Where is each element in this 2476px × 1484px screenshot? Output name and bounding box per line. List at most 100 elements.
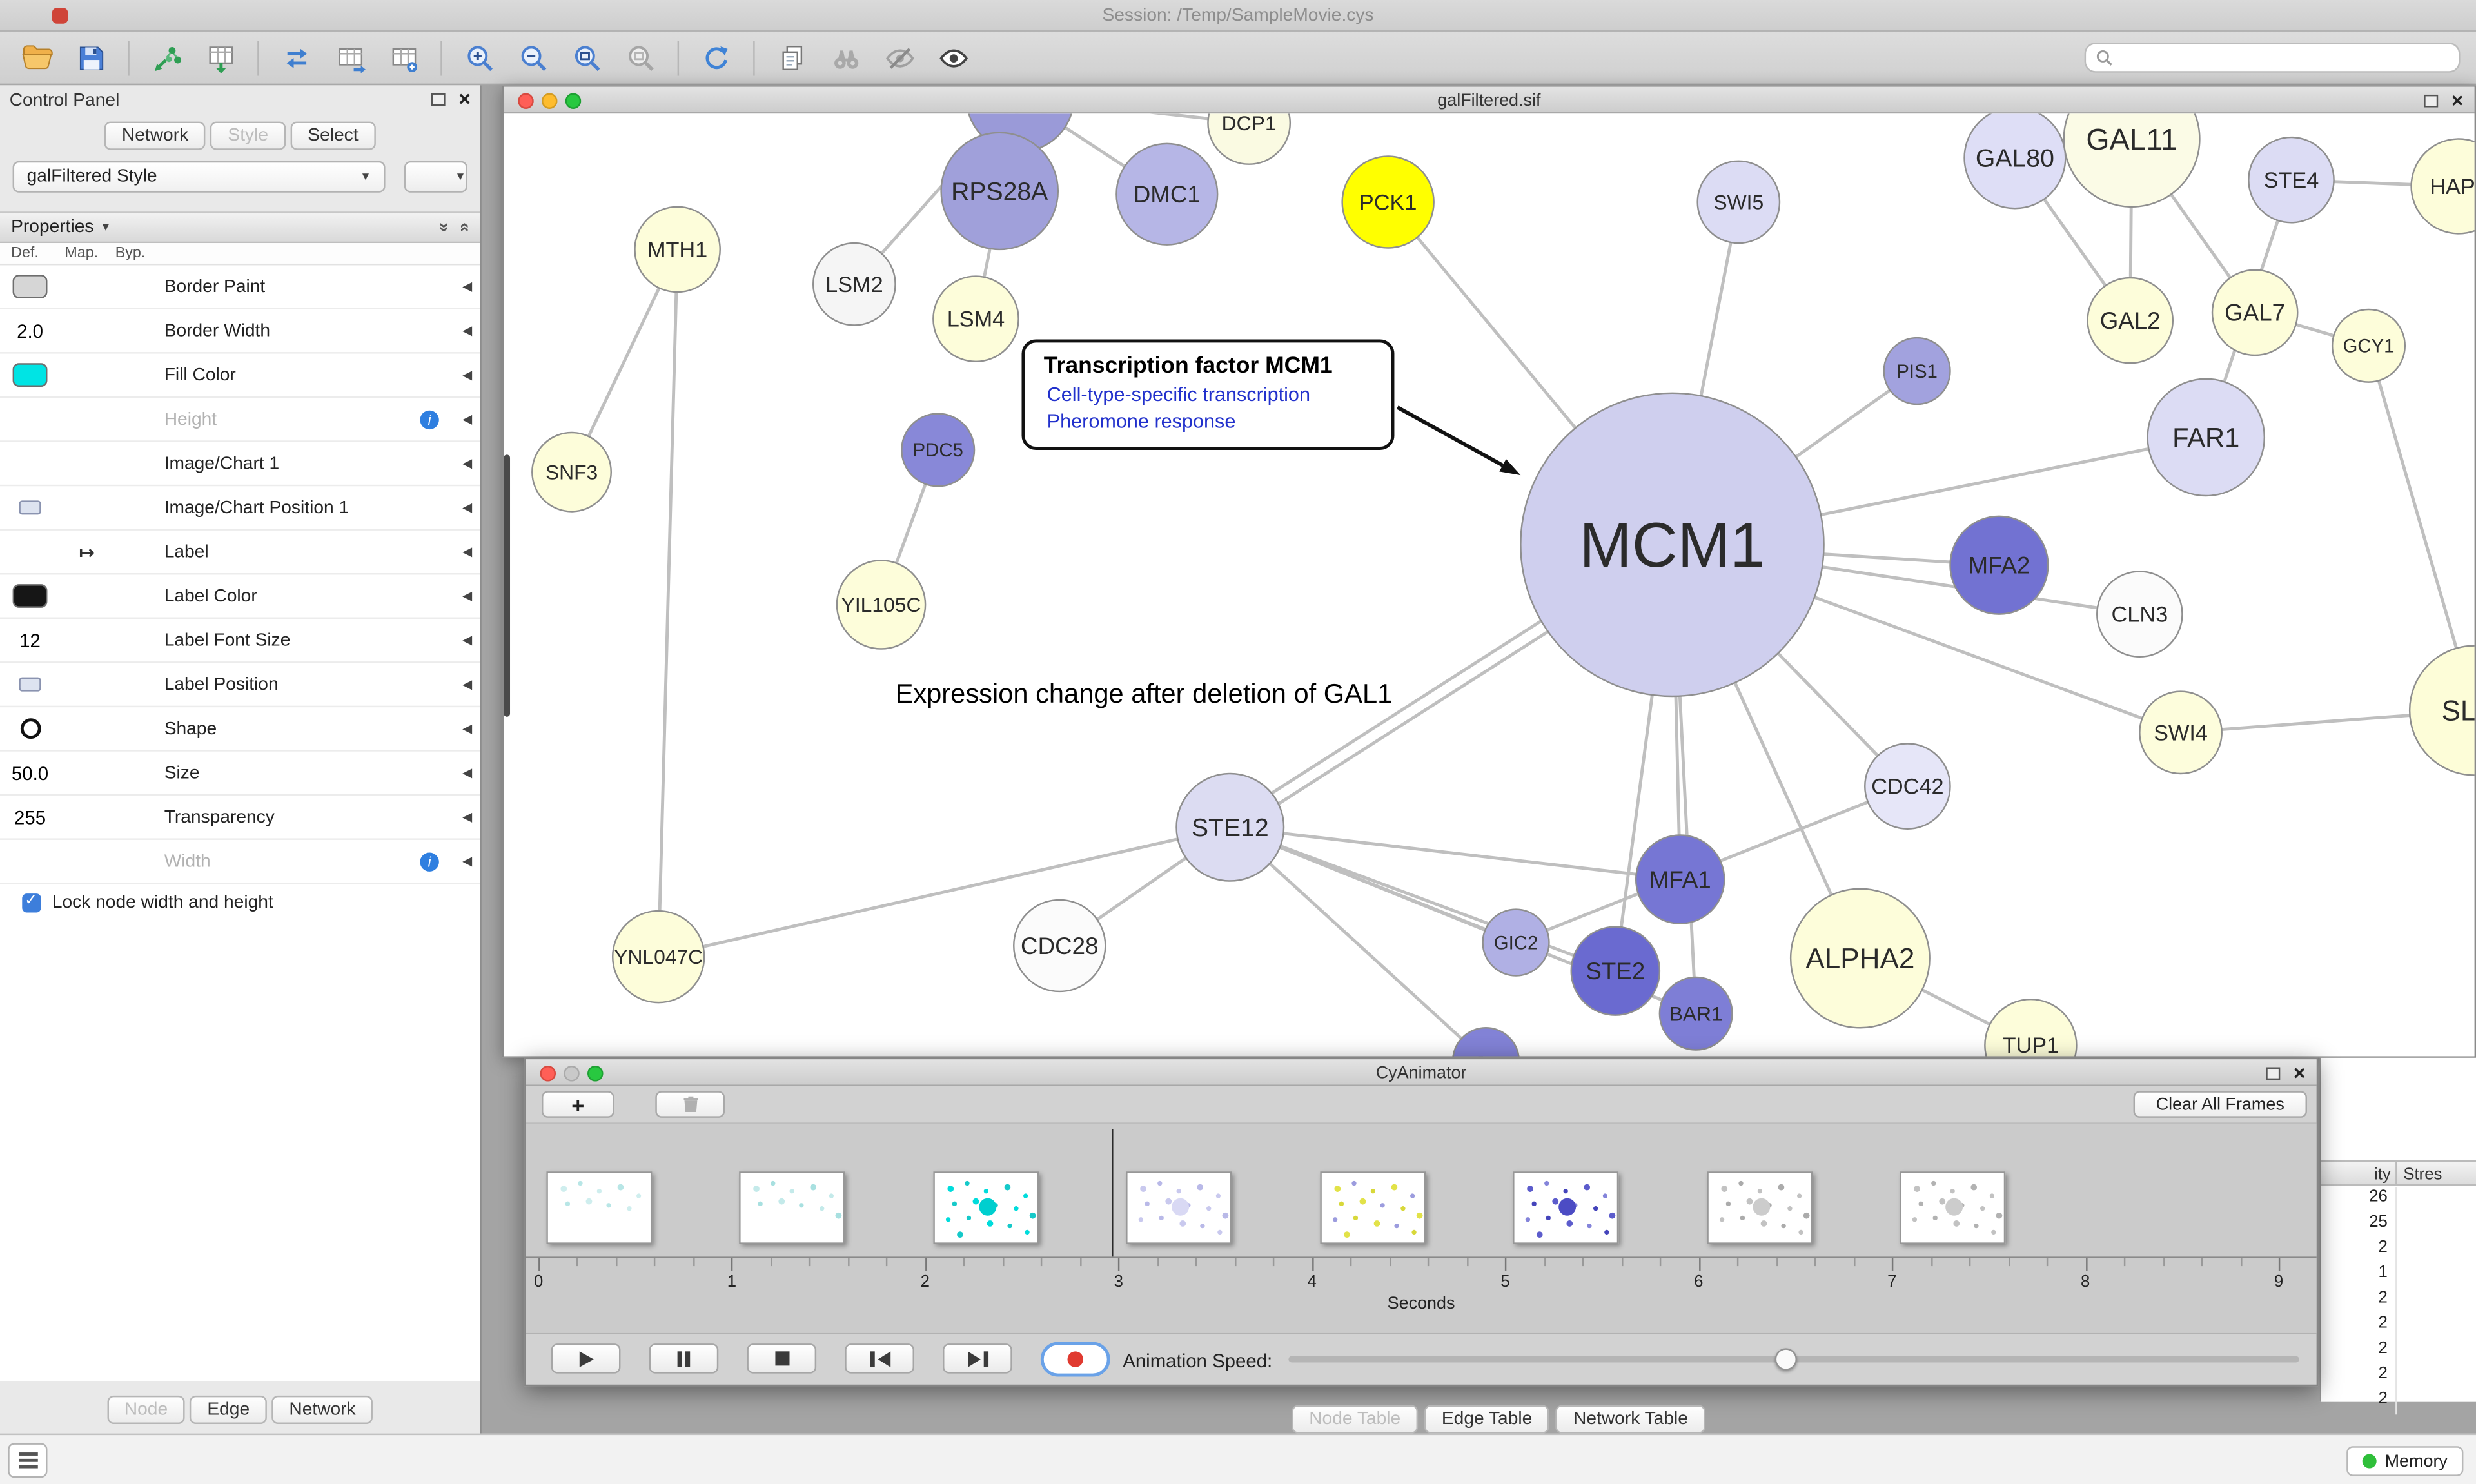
mapping-cell[interactable]: ↦ [60, 541, 113, 563]
open-session-button[interactable] [15, 36, 58, 79]
network-edge[interactable] [658, 825, 1231, 959]
tab-edge-table[interactable]: Edge Table [1424, 1405, 1550, 1434]
default-value-cell[interactable] [0, 677, 60, 692]
network-node-ynl047c[interactable] [611, 910, 705, 1004]
expand-row-icon[interactable]: ◀ [462, 367, 473, 382]
clear-all-frames-button[interactable]: Clear All Frames [2133, 1091, 2307, 1118]
network-node-gal80[interactable] [1963, 113, 2067, 210]
network-node-mcm1[interactable] [1520, 392, 1825, 698]
import-table-button[interactable] [199, 36, 242, 79]
float-window-icon[interactable] [2266, 1066, 2281, 1079]
tab-network-table[interactable]: Network Table [1556, 1405, 1705, 1434]
tab-select[interactable]: Select [290, 121, 376, 150]
delete-frame-button[interactable] [655, 1091, 725, 1118]
annotation-link[interactable]: Cell-type-specific transcription [1046, 384, 1311, 406]
add-frame-button[interactable]: + [542, 1091, 614, 1118]
network-node-pck1[interactable] [1341, 155, 1435, 249]
network-node-hap[interactable] [2410, 138, 2475, 235]
network-node-gic2[interactable] [1482, 908, 1550, 977]
color-swatch[interactable] [12, 275, 48, 298]
close-panel-icon[interactable]: × [458, 86, 471, 111]
network-node-bar1[interactable] [1658, 976, 1733, 1051]
first-neighbors-button[interactable] [824, 36, 867, 79]
import-network-button[interactable] [145, 36, 188, 79]
playhead[interactable] [1112, 1129, 1114, 1257]
network-node-snf3[interactable] [531, 431, 612, 513]
network-node-cdc42[interactable] [1864, 743, 1951, 830]
expand-row-icon[interactable]: ◀ [462, 412, 473, 427]
network-node-mfa2[interactable] [1949, 515, 2049, 615]
network-node-cln3[interactable] [2096, 571, 2183, 658]
expand-row-icon[interactable]: ◀ [462, 589, 473, 603]
property-row-label-color[interactable]: Label Color◀ [0, 574, 480, 620]
checkbox-checked-icon[interactable] [22, 892, 41, 913]
close-window-icon[interactable] [518, 92, 534, 108]
memory-status-button[interactable]: Memory [2346, 1446, 2464, 1476]
hide-selected-button[interactable] [878, 36, 921, 79]
search-box[interactable] [2084, 43, 2461, 73]
expand-row-icon[interactable]: ◀ [462, 721, 473, 736]
network-node-gal11[interactable] [2063, 113, 2201, 208]
frame-thumbnail-3[interactable] [1126, 1171, 1233, 1244]
tab-edge[interactable]: Edge [190, 1395, 268, 1424]
export-network-button[interactable] [275, 36, 317, 79]
copy-button[interactable] [771, 36, 813, 79]
minimize-window-icon[interactable] [564, 1064, 580, 1081]
default-value-cell[interactable]: 255 [14, 806, 46, 828]
zoom-out-button[interactable] [511, 36, 554, 79]
tab-node[interactable]: Node [106, 1395, 186, 1424]
frame-thumbnail-4[interactable] [1319, 1171, 1426, 1244]
maximize-window-icon[interactable] [587, 1064, 604, 1081]
frame-thumbnail-6[interactable] [1706, 1171, 1813, 1244]
style-dropdown[interactable]: galFiltered Style ▼ [12, 161, 386, 193]
expand-row-icon[interactable]: ◀ [462, 544, 473, 559]
network-canvas[interactable]: RPS28ADMC1DCP1PCK1SWI5GAL80GAL11STE4HAP4… [504, 113, 2475, 1057]
property-row-fill-color[interactable]: Fill Color◀ [0, 354, 480, 398]
float-window-icon[interactable] [2424, 93, 2439, 107]
table-column-header[interactable]: Stres [2403, 1165, 2442, 1184]
property-row-border-paint[interactable]: Border Paint◀ [0, 265, 480, 310]
lock-dimensions-row[interactable]: Lock node width and height [22, 892, 273, 913]
skip-to-start-button[interactable] [845, 1343, 914, 1374]
expand-row-icon[interactable]: ◀ [462, 810, 473, 825]
network-node-swi5[interactable] [1696, 160, 1781, 244]
tab-network-style[interactable]: Network [271, 1395, 373, 1424]
animation-speed-slider[interactable] [1288, 1347, 2299, 1372]
close-window-icon[interactable] [540, 1064, 556, 1081]
float-panel-icon[interactable] [431, 93, 446, 106]
network-node-pis1[interactable] [1883, 337, 1951, 405]
table-column-header[interactable]: ity [2321, 1162, 2397, 1184]
expand-row-icon[interactable]: ◀ [462, 765, 473, 780]
show-panels-button[interactable] [8, 1443, 48, 1478]
default-value-cell[interactable]: 50.0 [11, 761, 49, 784]
zoom-in-button[interactable] [458, 36, 500, 79]
expand-row-icon[interactable]: ◀ [462, 324, 473, 338]
network-node-ste4[interactable] [2248, 136, 2335, 224]
default-value-cell[interactable] [0, 718, 60, 739]
network-node-yil105c[interactable] [836, 560, 927, 650]
style-options-button[interactable]: ▼ [404, 161, 467, 193]
network-node-lsm4[interactable] [932, 275, 1019, 363]
tab-network[interactable]: Network [104, 121, 206, 150]
network-edge[interactable] [1229, 825, 1616, 973]
network-window-titlebar[interactable]: galFiltered.sif × [504, 86, 2475, 114]
show-all-button[interactable] [932, 36, 974, 79]
stop-button[interactable] [747, 1343, 817, 1374]
color-swatch[interactable] [12, 363, 48, 387]
expand-row-icon[interactable]: ◀ [462, 633, 473, 648]
network-node-tup1[interactable] [1984, 999, 2078, 1057]
network-node-mth1[interactable] [634, 206, 721, 293]
network-edge[interactable] [656, 249, 680, 957]
network-edge[interactable] [1230, 825, 1680, 881]
default-value-cell[interactable]: 12 [19, 629, 41, 652]
annotation-arrow[interactable] [1396, 405, 1504, 467]
network-node-alpha2[interactable] [1789, 888, 1931, 1029]
slider-thumb[interactable] [1774, 1348, 1797, 1371]
property-row-label[interactable]: ↦Label◀ [0, 531, 480, 575]
export-table-button[interactable] [328, 36, 371, 79]
default-value-cell[interactable] [0, 500, 60, 515]
